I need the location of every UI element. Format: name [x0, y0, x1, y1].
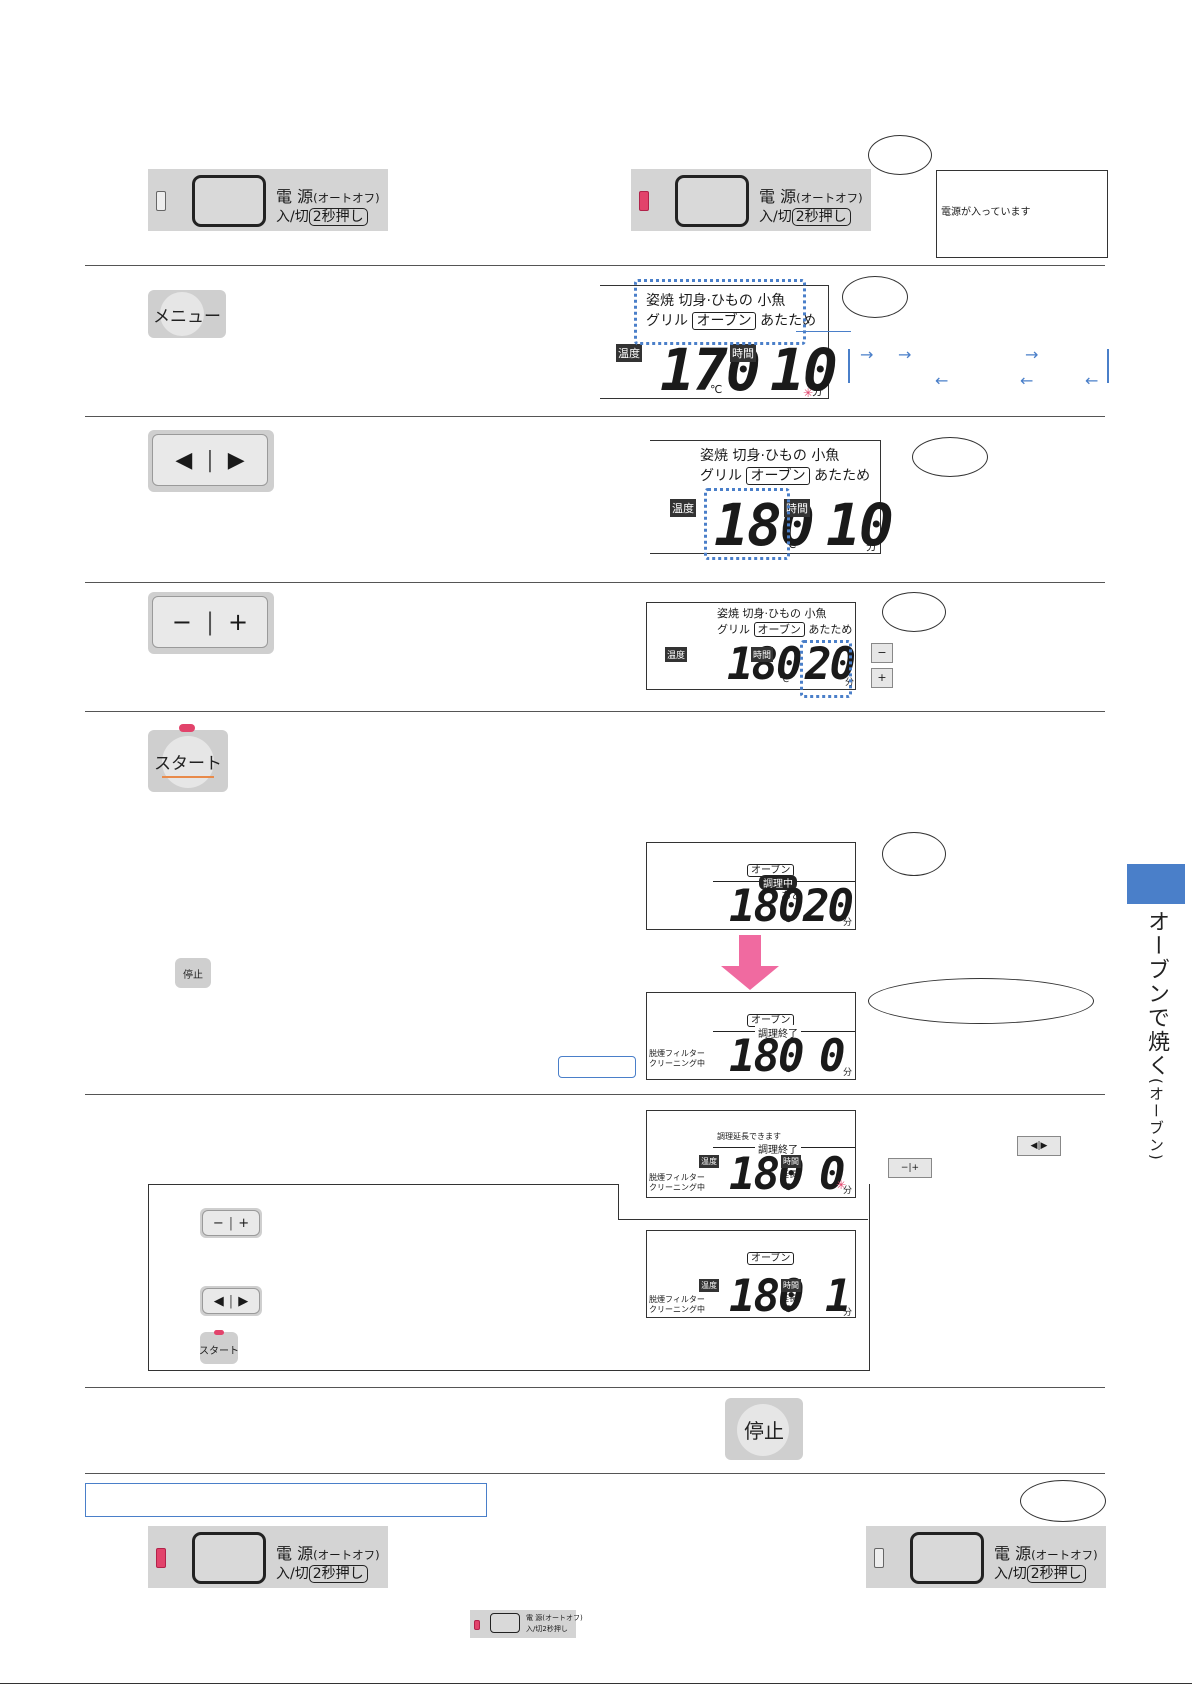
divider — [85, 1094, 1105, 1095]
arrow-keys[interactable]: ◀ | ▶ — [148, 430, 274, 492]
section-title: オーブンで焼く(オーブン) — [1144, 910, 1169, 1162]
highlight-time — [800, 640, 852, 698]
speech-bubble — [882, 592, 946, 632]
divider — [85, 582, 1105, 583]
plus-minus-keys[interactable]: − | + — [148, 592, 274, 654]
start-button-mini[interactable]: スタート — [199, 1330, 239, 1364]
divider — [85, 711, 1105, 712]
speech-bubble — [842, 276, 908, 318]
plus-minus-keys-small[interactable]: −|+ — [888, 1158, 932, 1178]
divider — [85, 265, 1105, 266]
minus-icon[interactable]: − — [171, 608, 192, 636]
speech-bubble — [882, 832, 946, 876]
divider — [85, 416, 1105, 417]
blink-mark: ✳ — [803, 386, 814, 400]
section-tab — [1127, 864, 1185, 904]
power-button[interactable] — [675, 175, 749, 227]
stop-button[interactable]: 停止 — [725, 1398, 803, 1460]
power-led-off — [874, 1548, 884, 1568]
down-arrow — [739, 935, 761, 967]
divider — [85, 1473, 1105, 1474]
down-arrow-head — [721, 966, 779, 990]
lcd-display-temp: 姿焼 切身·ひもの 小魚 グリル オーブン あたため 温度 180 ℃ 時間 1… — [650, 440, 894, 554]
lcd-display-cooking: オーブン 調理中 180 あと ℃ 20 分 — [646, 842, 856, 930]
power-button[interactable] — [192, 175, 266, 227]
blink-mark: ✳ — [836, 1178, 847, 1192]
stop-button-small[interactable]: 停止 — [175, 958, 211, 988]
speech-bubble — [868, 135, 932, 175]
divider — [85, 1387, 1105, 1388]
start-button[interactable]: スタート — [148, 724, 228, 792]
substep-frame — [148, 1184, 870, 1371]
page-bottom-line — [0, 1683, 1192, 1684]
speech-bubble — [912, 437, 988, 477]
highlight-temp — [704, 488, 790, 560]
arrow-keys-small[interactable]: ◀|▶ — [1017, 1136, 1061, 1156]
plus-icon[interactable]: + — [228, 608, 249, 636]
speech-bubble — [1020, 1480, 1106, 1522]
lcd-display-time: 姿焼 切身·ひもの 小魚 グリル オーブン あたため 温度 180 ℃ 時間 2… — [646, 602, 856, 690]
menu-button[interactable]: メニュー — [148, 290, 226, 338]
cycle-diagram — [848, 349, 1109, 383]
power-led-on — [156, 1548, 166, 1568]
power-led-off — [156, 191, 166, 211]
power-led-on — [639, 191, 649, 211]
connector-line — [796, 331, 851, 332]
lcd-display-finished: オーブン 調理終了 脱煙フィルター クリーニング中 180 ℃ 0 分 — [646, 992, 856, 1080]
left-arrow-icon[interactable]: ◀ — [175, 447, 193, 473]
note-header-box — [85, 1483, 487, 1517]
plus-minus-keys-mini[interactable]: −|+ — [200, 1208, 262, 1238]
minus-key-small[interactable]: − — [871, 643, 893, 663]
info-label-box — [558, 1056, 636, 1078]
power-button[interactable] — [192, 1532, 266, 1584]
status-display: 電源が入っています — [936, 170, 1108, 258]
power-button[interactable] — [910, 1532, 984, 1584]
plus-key-small[interactable]: + — [871, 668, 893, 688]
speech-bubble-wide — [868, 978, 1094, 1024]
lcd-display-extended: オーブン 温度 脱煙フィルター クリーニング中 180 ℃ 時間 延長 1 分 — [646, 1230, 856, 1319]
highlight-menu — [634, 279, 806, 345]
arrow-keys-mini[interactable]: ◀|▶ — [200, 1286, 262, 1316]
right-arrow-icon[interactable]: ▶ — [227, 447, 245, 473]
power-panel-mini: 電 源(オートオフ) 入/切2秒押し — [470, 1610, 583, 1638]
lcd-display-extend: 調理延長できます 調理終了 温度 脱煙フィルター クリーニング中 180 ℃ 時… — [646, 1110, 856, 1198]
start-led — [179, 724, 195, 732]
